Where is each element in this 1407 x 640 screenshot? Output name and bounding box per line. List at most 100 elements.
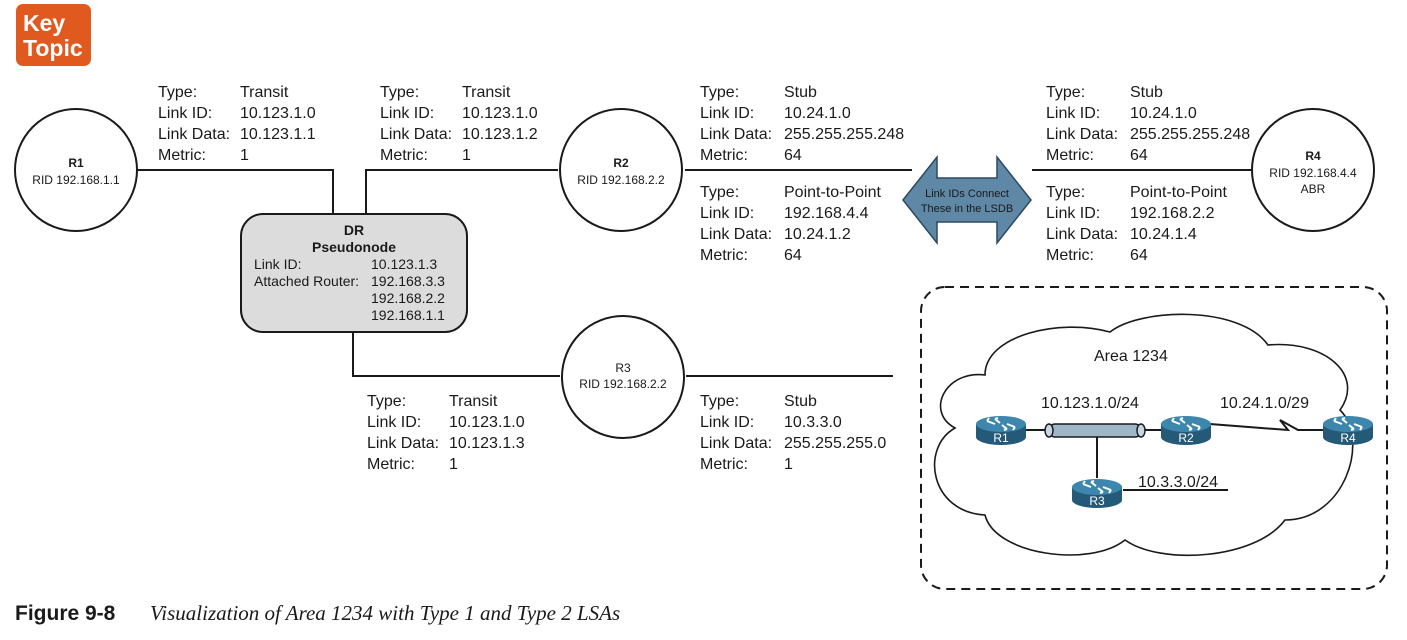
lsa-r1-transit: Type: Transit Link ID: 10.123.1.0 Link D… bbox=[158, 84, 316, 164]
key-topic-badge: Key Topic bbox=[16, 4, 91, 66]
lsa-value-link-id: 192.168.2.2 bbox=[1130, 205, 1215, 222]
router-r4-role: ABR bbox=[1301, 182, 1326, 196]
router-r1: R1 RID 192.168.1.1 bbox=[14, 108, 138, 232]
lsa-value-link-id: 192.168.4.4 bbox=[784, 205, 869, 222]
lsa-label-link-data: Link Data: bbox=[700, 226, 772, 243]
lsa-r4-stub: Type: Stub Link ID: 10.24.1.0 Link Data:… bbox=[1046, 84, 1250, 164]
lsa-value-metric: 1 bbox=[784, 456, 793, 473]
inset-router-r2-label: R2 bbox=[1178, 431, 1194, 445]
lsa-value-type: Stub bbox=[784, 393, 817, 410]
lsa-value-metric: 1 bbox=[462, 147, 471, 164]
link-r1-dr bbox=[136, 169, 334, 214]
lsa-label-metric: Metric: bbox=[380, 147, 428, 164]
lsa-r3-transit: Type: Transit Link ID: 10.123.1.0 Link D… bbox=[367, 393, 525, 473]
inset-router-r3: R3 bbox=[1071, 478, 1123, 509]
lsa-value-link-id: 10.3.3.0 bbox=[784, 414, 842, 431]
lsa-r3-stub: Type: Stub Link ID: 10.3.3.0 Link Data: … bbox=[700, 393, 886, 473]
lsa-value-type: Transit bbox=[240, 84, 289, 101]
link-dr-r3 bbox=[352, 332, 560, 377]
area-label: Area 1234 bbox=[1094, 348, 1168, 365]
lsa-label-link-data: Link Data: bbox=[367, 435, 439, 452]
caption-number: Figure 9-8 bbox=[15, 602, 116, 625]
lsa-value-metric: 1 bbox=[449, 456, 458, 473]
connection-lines bbox=[136, 169, 1252, 377]
lan-segment bbox=[1044, 423, 1146, 438]
lsa-label-link-data: Link Data: bbox=[700, 126, 772, 143]
router-r1-rid: RID 192.168.1.1 bbox=[32, 173, 120, 187]
lsa-label-link-data: Link Data: bbox=[1046, 126, 1118, 143]
key-topic-line1: Key bbox=[23, 10, 66, 36]
dr-attached-2: 192.168.2.2 bbox=[371, 290, 445, 306]
net-label-serial: 10.24.1.0/29 bbox=[1220, 395, 1309, 412]
lsa-value-link-data: 10.123.1.1 bbox=[240, 126, 316, 143]
dr-subtitle: Pseudonode bbox=[312, 239, 396, 255]
lsa-label-link-data: Link Data: bbox=[700, 435, 772, 452]
link-dr-r2 bbox=[365, 169, 558, 214]
lsa-label-type: Type: bbox=[158, 84, 197, 101]
lsa-value-link-id: 10.123.1.0 bbox=[449, 414, 525, 431]
figure-caption: Figure 9-8 Visualization of Area 1234 wi… bbox=[15, 601, 620, 625]
lsa-value-link-data: 255.255.255.248 bbox=[1130, 126, 1250, 143]
lsa-value-type: Point-to-Point bbox=[1130, 184, 1227, 201]
dr-link-id: 10.123.1.3 bbox=[371, 256, 437, 272]
inset-router-r4: R4 bbox=[1322, 415, 1374, 446]
inset-router-r2: R2 bbox=[1160, 415, 1212, 446]
router-r2-rid: RID 192.168.2.2 bbox=[577, 173, 665, 187]
lsa-value-type: Transit bbox=[449, 393, 498, 410]
router-r3-name: R3 bbox=[615, 361, 631, 375]
lsa-value-link-id: 10.123.1.0 bbox=[462, 105, 538, 122]
caption-text: Visualization of Area 1234 with Type 1 a… bbox=[150, 601, 620, 625]
arrow-text-line1: Link IDs Connect bbox=[925, 188, 1009, 200]
lsa-value-type: Transit bbox=[462, 84, 511, 101]
router-r4-rid: RID 192.168.4.4 bbox=[1269, 166, 1357, 180]
lsa-value-metric: 64 bbox=[784, 247, 802, 264]
lsa-label-type: Type: bbox=[367, 393, 406, 410]
router-r2: R2 RID 192.168.2.2 bbox=[559, 108, 683, 232]
net-label-lan: 10.123.1.0/24 bbox=[1041, 395, 1139, 412]
lsa-value-type: Point-to-Point bbox=[784, 184, 881, 201]
lsa-label-metric: Metric: bbox=[700, 247, 748, 264]
router-r4: R4 RID 192.168.4.4 ABR bbox=[1251, 108, 1375, 232]
lsa-value-type: Stub bbox=[1130, 84, 1163, 101]
inset-router-r4-label: R4 bbox=[1340, 431, 1356, 445]
lsa-value-link-data: 10.24.1.4 bbox=[1130, 226, 1197, 243]
lsa-label-link-id: Link ID: bbox=[367, 414, 421, 431]
lsa-label-type: Type: bbox=[700, 393, 739, 410]
lsa-label-type: Type: bbox=[700, 184, 739, 201]
lsa-label-metric: Metric: bbox=[158, 147, 206, 164]
lsa-label-link-id: Link ID: bbox=[1046, 105, 1100, 122]
router-r3-rid: RID 192.168.2.2 bbox=[579, 377, 667, 391]
inset-router-r1-label: R1 bbox=[993, 431, 1009, 445]
lsa-value-metric: 64 bbox=[784, 147, 802, 164]
lsa-value-link-data: 10.123.1.2 bbox=[462, 126, 538, 143]
lsa-label-type: Type: bbox=[380, 84, 419, 101]
router-r1-name: R1 bbox=[68, 156, 84, 170]
lsa-value-link-data: 10.24.1.2 bbox=[784, 226, 851, 243]
lsa-value-metric: 64 bbox=[1130, 247, 1148, 264]
area-inset: Area 1234 10.123.1.0/24 10.24.1.0/29 10.… bbox=[920, 286, 1388, 590]
lsa-r2-p2p: Type: Point-to-Point Link ID: 192.168.4.… bbox=[700, 184, 881, 264]
lsa-r2-stub: Type: Stub Link ID: 10.24.1.0 Link Data:… bbox=[700, 84, 904, 164]
router-r3: R3 RID 192.168.2.2 bbox=[561, 315, 685, 439]
lsa-label-link-id: Link ID: bbox=[1046, 205, 1100, 222]
dr-attached-3: 192.168.1.1 bbox=[371, 307, 445, 323]
lsa-value-type: Stub bbox=[784, 84, 817, 101]
lsdb-connect-arrow: Link IDs Connect These in the LSDB bbox=[902, 154, 1032, 246]
net-label-r3: 10.3.3.0/24 bbox=[1138, 474, 1218, 491]
lsa-label-type: Type: bbox=[1046, 184, 1085, 201]
dr-pseudonode: DR Pseudonode Link ID: 10.123.1.3 Attach… bbox=[240, 213, 468, 333]
lsa-label-link-id: Link ID: bbox=[158, 105, 212, 122]
lsa-label-link-id: Link ID: bbox=[700, 105, 754, 122]
lsa-label-metric: Metric: bbox=[1046, 147, 1094, 164]
lsa-value-metric: 64 bbox=[1130, 147, 1148, 164]
lsa-label-metric: Metric: bbox=[367, 456, 415, 473]
lsa-label-metric: Metric: bbox=[1046, 247, 1094, 264]
lsa-value-link-id: 10.123.1.0 bbox=[240, 105, 316, 122]
lsa-label-link-data: Link Data: bbox=[380, 126, 452, 143]
router-r2-name: R2 bbox=[613, 156, 629, 170]
lsa-label-metric: Metric: bbox=[700, 456, 748, 473]
inset-router-r3-label: R3 bbox=[1089, 494, 1105, 508]
lsa-value-metric: 1 bbox=[240, 147, 249, 164]
lsa-value-link-data: 255.255.255.0 bbox=[784, 435, 886, 452]
